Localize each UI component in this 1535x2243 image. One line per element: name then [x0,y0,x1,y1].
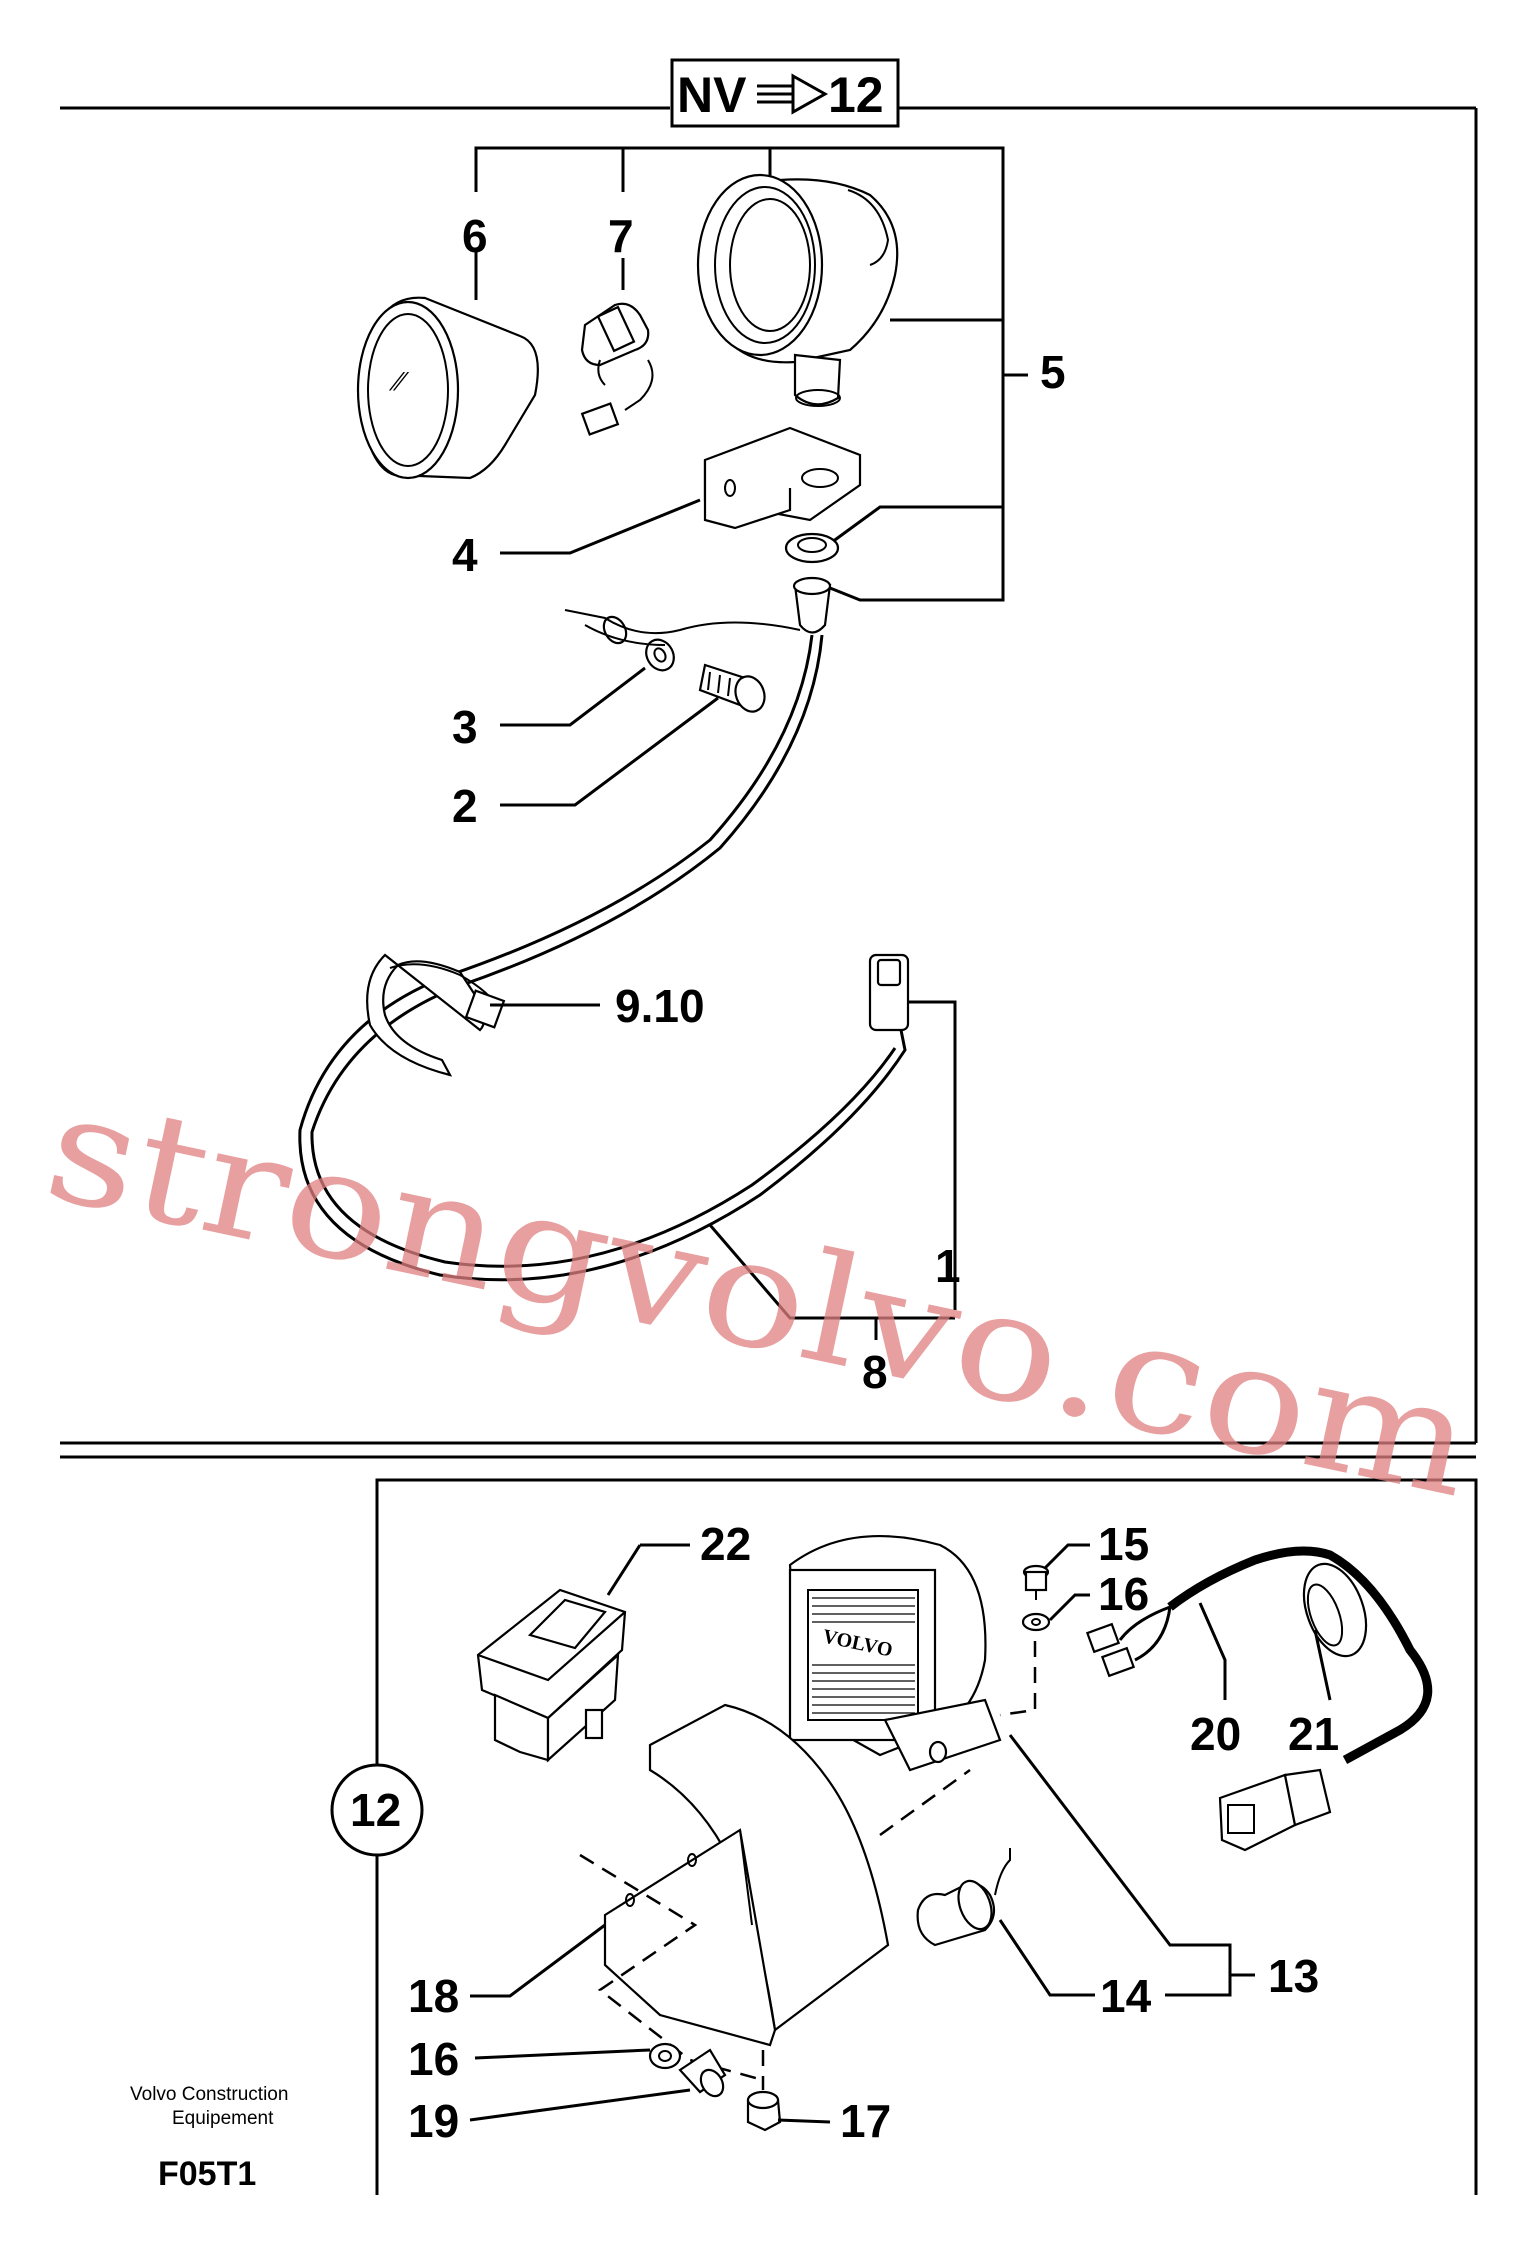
leader-18 [470,1923,606,1998]
work-lamp: VOLVO [788,1535,1002,1772]
assembly-dash [579,1853,764,2082]
leader-16-lower [474,2048,651,2060]
callout-7: 7 [608,210,634,262]
callout-17: 17 [840,2095,891,2147]
watermark-text: strongvolvo.com [33,1060,1487,1532]
footer-company-line1: Volvo Construction [130,2084,288,2105]
callout-16-lower: 16 [408,2033,459,2085]
section-12-badge: 12 [330,1763,424,1857]
callout-8: 8 [862,1346,888,1398]
callout-6: 6 [462,210,488,262]
cable-harness-part-8 [298,634,910,1282]
leader-21 [1313,1629,1332,1701]
header-left-text: NV [677,67,747,123]
callout-4: 4 [452,529,478,581]
callout-19: 19 [408,2095,459,2147]
grommet-part-21 [1302,1562,1368,1658]
assembly-dash [879,1768,971,1837]
callout-14: 14 [1100,1970,1152,2022]
leader-13 [1008,1734,1232,1997]
ground-strap [564,609,801,635]
grommet [792,576,832,634]
callout-13: 13 [1268,1950,1319,2002]
header-box: NV 12 [670,58,900,128]
leader-16 [1048,1593,1090,1622]
footer-company-line2: Equipement [172,2108,274,2129]
leader-8 [708,1224,955,1320]
cable-tie-part-9-10 [366,953,506,1077]
assembly-dash [999,1615,1037,1717]
leader-22 [606,1544,642,1596]
leader-20 [1198,1602,1227,1700]
leader-19 [469,2088,691,2122]
bolt-part-19 [678,2048,727,2098]
callout-18: 18 [408,1970,459,2022]
leader-17 [777,2118,831,2124]
screw-part-15 [1022,1564,1050,1600]
callout-21: 21 [1288,1708,1339,1760]
callout-15: 15 [1098,1518,1149,1570]
leader-3 [500,666,646,727]
callout-9-10: 9.10 [615,980,705,1032]
callout-22: 22 [700,1518,751,1570]
bulb-part-7 [580,302,654,436]
washer-part-16 [1021,1612,1051,1632]
bolt-part-2 [698,663,766,713]
callout-2: 2 [452,780,478,832]
leader-4 [500,498,701,555]
ground-strap [584,624,666,646]
wire-harness-part-20 [1085,1546,1433,1852]
footer-code: F05T1 [158,2155,256,2193]
leader-14 [998,1919,1095,1997]
callout-5: 5 [1040,346,1066,398]
nut-part-17 [746,2090,782,2132]
lamp-lens-part-6: ⁄⁄ [356,296,539,480]
callout-12-circle: 12 [350,1784,401,1836]
rocker-switch-part-22 [476,1543,690,1763]
callout-1: 1 [935,1240,961,1292]
lamp-housing-part-5 [696,173,899,407]
leader-tree-top [474,146,1028,602]
callout-3: 3 [452,701,478,753]
leader-15 [1043,1543,1090,1570]
callout-20: 20 [1190,1708,1241,1760]
callout-16: 16 [1098,1568,1149,1620]
header-right-text: 12 [828,67,884,123]
leader-1 [908,1000,957,1310]
leader-2 [500,696,719,807]
arrow-icon [757,73,829,115]
washer-part-16-lower [648,2042,682,2070]
bracket-part-4 [703,426,862,530]
nut [784,532,840,564]
bulb-part-14 [916,1848,1011,1947]
bracket-cover-part-18 [603,1703,890,2047]
